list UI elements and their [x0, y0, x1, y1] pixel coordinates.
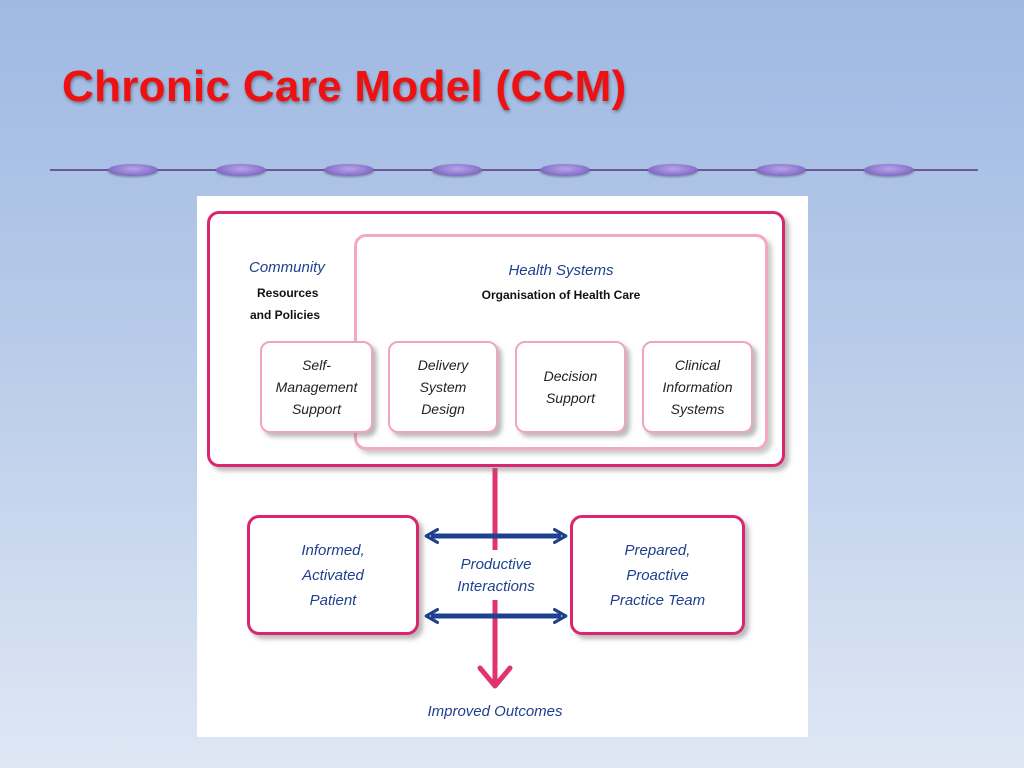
component-line: Information: [662, 379, 733, 395]
divider-bead: [648, 164, 698, 176]
component-line: Delivery: [417, 357, 469, 373]
community-policies-label: and Policies: [250, 308, 321, 322]
diagram-connectors: [424, 468, 568, 689]
component-line: Management: [275, 379, 358, 395]
component-line: Decision: [543, 368, 598, 384]
decorative-divider: [50, 162, 978, 178]
component-line: System: [419, 379, 467, 395]
divider-line: [50, 169, 978, 171]
interactions-line: Interactions: [457, 578, 535, 595]
component-line: Design: [421, 401, 465, 417]
interaction-label-backdrop: [453, 550, 539, 600]
divider-bead: [756, 164, 806, 176]
divider-bead: [324, 164, 374, 176]
patient-line: Patient: [309, 591, 357, 609]
interactions-line: Productive: [460, 556, 532, 573]
component-line: Support: [545, 390, 596, 406]
productive-interactions-label: Productive Interactions: [441, 554, 551, 598]
self-management-support-box: Self- Management Support: [260, 341, 373, 433]
component-line: Self-: [302, 357, 331, 373]
practice-team-box: Prepared, Proactive Practice Team: [570, 515, 745, 635]
divider-bead: [108, 164, 158, 176]
team-line: Prepared,: [624, 541, 691, 559]
component-line: Clinical: [674, 357, 721, 373]
outcome-arrowhead-icon: [477, 665, 513, 689]
informed-patient-box: Informed, Activated Patient: [247, 515, 419, 635]
patient-line: Informed,: [301, 541, 365, 559]
decision-support-box: Decision Support: [515, 341, 626, 433]
divider-bead: [540, 164, 590, 176]
health-systems-subtitle: Organisation of Health Care: [481, 288, 641, 302]
delivery-system-design-box: Delivery System Design: [388, 341, 498, 433]
ccm-diagram: Community Resources and Policies Health …: [197, 196, 808, 737]
component-line: Support: [291, 401, 342, 417]
team-line: Proactive: [626, 566, 689, 584]
component-line: Systems: [670, 401, 725, 417]
improved-outcomes-label: Improved Outcomes: [427, 703, 563, 720]
community-title: Community: [249, 259, 325, 276]
divider-bead: [432, 164, 482, 176]
community-resources-label: Resources: [257, 286, 319, 300]
patient-line: Activated: [302, 566, 364, 584]
slide-title: Chronic Care Model (CCM): [62, 62, 627, 111]
health-systems-title: Health Systems: [508, 262, 614, 279]
divider-bead: [216, 164, 266, 176]
team-line: Practice Team: [609, 591, 706, 609]
divider-bead: [864, 164, 914, 176]
clinical-information-systems-box: Clinical Information Systems: [642, 341, 753, 433]
